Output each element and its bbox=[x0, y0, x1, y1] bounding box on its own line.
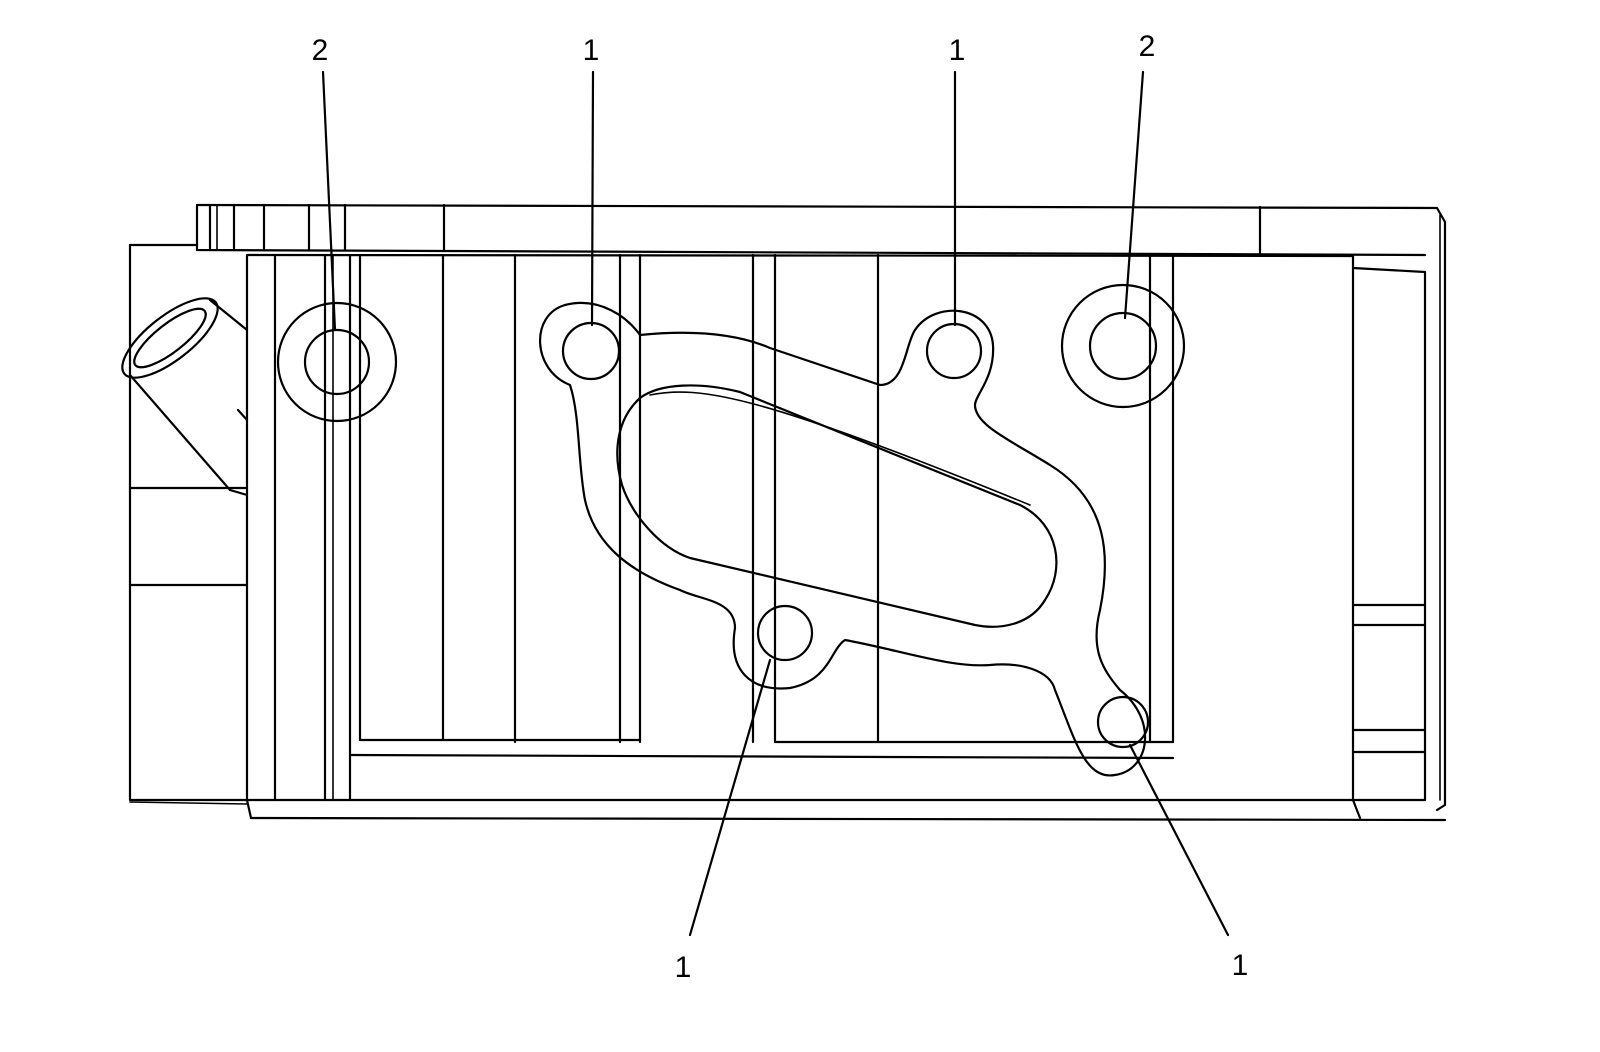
washer-right bbox=[1060, 283, 1186, 409]
gasket-hole-3 bbox=[756, 604, 814, 662]
gasket-hole-1 bbox=[561, 321, 621, 381]
gasket-hole-4 bbox=[1096, 695, 1150, 749]
callout-2-top-right: 2 bbox=[1139, 30, 1156, 63]
callout-2-top-left: 2 bbox=[312, 34, 329, 67]
gasket bbox=[539, 301, 1150, 777]
leader-lines bbox=[321, 70, 1230, 937]
gasket-hole-2 bbox=[925, 322, 983, 380]
callout-1-bottom-b: 1 bbox=[1232, 949, 1249, 982]
tube-fitting bbox=[121, 297, 249, 497]
callout-1-bottom-a: 1 bbox=[675, 951, 692, 984]
callout-labels: 2 1 1 2 1 1 bbox=[312, 30, 1249, 984]
washer-left bbox=[276, 301, 398, 423]
housing bbox=[128, 203, 1447, 822]
callout-1-top-b: 1 bbox=[949, 34, 966, 67]
callout-1-top-a: 1 bbox=[583, 34, 600, 67]
